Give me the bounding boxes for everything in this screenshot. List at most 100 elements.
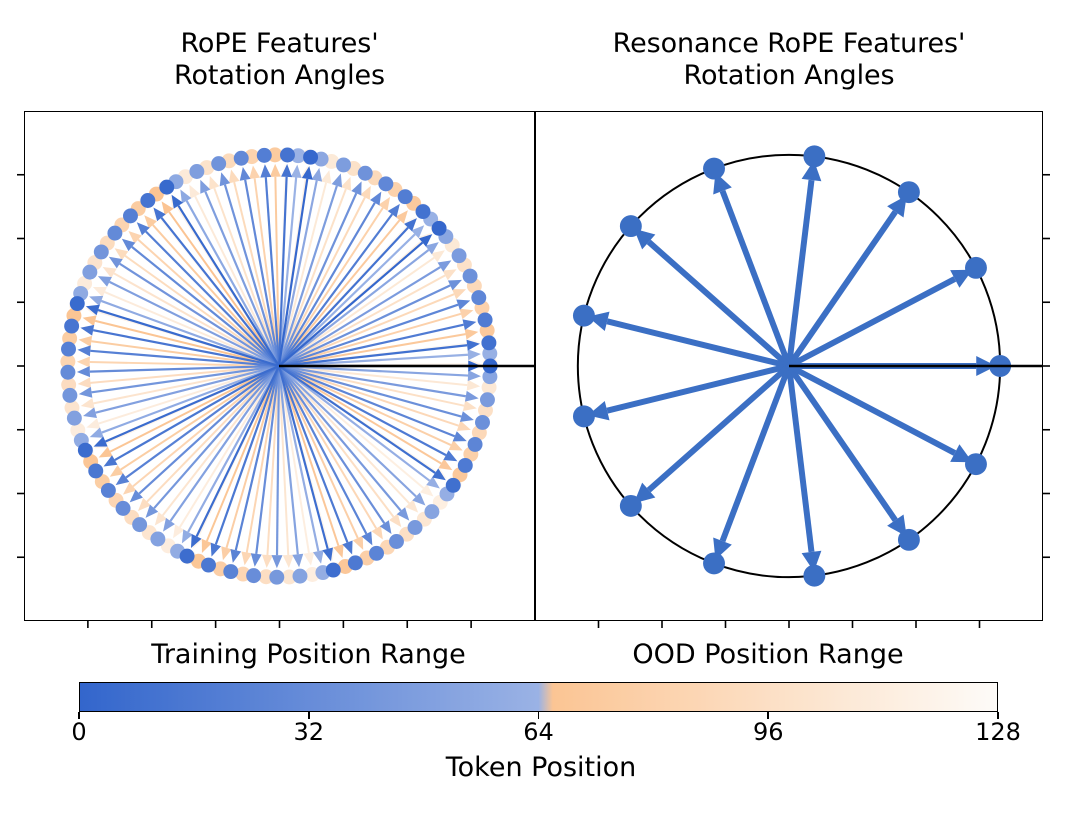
left-tip-dot-48 (82, 264, 98, 280)
left-tip-dot-50 (150, 531, 166, 547)
arrow-shaft-right-3 (786, 179, 815, 367)
arrow-left-113 (278, 365, 315, 566)
arrow-shaft-left-9 (278, 344, 468, 368)
arrow-left-37 (278, 181, 362, 367)
arrow-head-left-74 (144, 215, 157, 229)
arrow-shaft-left-49 (95, 364, 280, 414)
arrow-head-left-23 (115, 473, 130, 486)
arrow-left-108 (278, 170, 332, 367)
arrow-head-left-92 (114, 248, 129, 261)
arrow-shaft-left-35 (278, 364, 462, 418)
left-tip-dot-106 (481, 379, 497, 395)
arrow-left-80 (278, 308, 474, 367)
arrow-shaft-left-76 (120, 365, 280, 471)
arrow-head-left-37 (351, 181, 362, 196)
arrow-shaft-left-109 (194, 195, 280, 367)
arrow-left-111 (86, 365, 280, 429)
arrow-left-69 (278, 365, 344, 558)
right-tip-dot-12 (965, 453, 987, 476)
arrow-shaft-left-75 (91, 340, 280, 367)
arrow-left-40 (78, 364, 280, 398)
arrow-left-9 (278, 339, 480, 368)
arrow-left-57 (89, 295, 280, 368)
arrow-left-68 (201, 365, 280, 553)
arrow-head-left-111 (86, 418, 101, 429)
arrow-left-103 (154, 365, 280, 526)
arrow-left-4 (85, 304, 280, 368)
arrow-left-96 (278, 365, 402, 528)
arrow-left-15 (210, 365, 281, 557)
arrow-left-38 (219, 172, 281, 367)
arrow-left-21 (136, 222, 280, 367)
arrow-left-11 (277, 163, 293, 367)
arrow-left-95 (261, 365, 280, 568)
arrow-head-left-49 (83, 407, 97, 419)
arrow-head-left-82 (249, 165, 261, 180)
arrow-left-36 (278, 279, 462, 367)
arrow-left-42 (271, 365, 283, 569)
arrow-left-33 (250, 365, 281, 567)
arrow-shaft-left-34 (278, 365, 386, 524)
left-tip-dot-17 (457, 457, 473, 473)
left-tip-dot-10 (415, 204, 431, 220)
arrow-right-4 (713, 172, 792, 368)
arrow-shaft-right-10 (786, 365, 815, 553)
arrow-left-35 (278, 364, 474, 422)
arrow-left-63 (278, 225, 425, 367)
left-tip-dot-43 (407, 520, 423, 535)
arrow-shaft-right-11 (786, 364, 898, 522)
arrow-shaft-left-27 (278, 303, 459, 368)
arrow-shaft-left-74 (152, 224, 280, 367)
arrow-shaft-left-4 (97, 308, 280, 368)
arrow-shaft-left-15 (214, 365, 281, 545)
arrow-shaft-left-106 (278, 365, 468, 387)
left-tip-dot-21 (122, 208, 138, 224)
arrow-head-left-50 (163, 517, 175, 532)
arrow-right-9 (713, 364, 792, 560)
arrow-head-left-88 (456, 420, 471, 431)
colorbar-axis-label: Token Position (445, 752, 637, 783)
arrow-left-105 (278, 365, 419, 513)
arrow-left-16 (277, 365, 353, 555)
arrow-head-left-17 (443, 450, 458, 462)
arrow-left-44 (278, 364, 479, 402)
arrow-head-left-32 (129, 489, 143, 503)
arrow-head-left-105 (405, 499, 419, 513)
arrow-left-30 (121, 238, 280, 367)
left-tip-dot-40 (62, 387, 78, 403)
arrow-shaft-left-77 (225, 365, 280, 549)
arrow-head-left-106 (466, 379, 481, 391)
arrow-head-left-48 (97, 276, 112, 287)
right-tip-dot-11 (897, 528, 920, 551)
arrow-shaft-left-26 (278, 364, 456, 438)
right-tip-dot-7 (572, 405, 595, 428)
arrow-head-left-1 (418, 234, 433, 247)
arrow-head-left-9 (466, 339, 480, 351)
left-tip-dot-1 (431, 220, 447, 236)
arrow-right-8 (633, 363, 791, 504)
left-tip-dot-29 (233, 150, 249, 166)
left-tip-dot-13 (64, 318, 80, 334)
arrow-left-14 (103, 365, 280, 467)
arrow-shaft-left-44 (278, 364, 467, 398)
arrow-head-right-10 (801, 550, 822, 572)
arrow-shaft-left-41 (153, 365, 280, 509)
arrow-left-104 (278, 365, 294, 568)
arrow-head-left-13 (80, 324, 95, 336)
arrow-shaft-left-72 (278, 219, 401, 367)
arrow-shaft-left-31 (89, 364, 280, 373)
arrow-left-27 (278, 299, 471, 368)
right-tip-dot-1 (965, 256, 987, 279)
arrow-shaft-left-112 (178, 365, 280, 528)
arrow-shaft-left-111 (98, 365, 280, 425)
arrow-left-89 (278, 289, 467, 367)
left-tip-dot-37 (357, 165, 373, 181)
arrow-head-left-75 (78, 335, 93, 347)
arrow-shaft-left-82 (253, 178, 280, 367)
arrow-head-right-12 (950, 444, 973, 463)
arrow-right-1 (787, 269, 973, 369)
arrow-left-60 (277, 365, 324, 564)
colorbar-tick-32 (307, 712, 310, 719)
right-tip-dot-9 (703, 552, 725, 575)
left-tip-dot-5 (77, 442, 93, 458)
